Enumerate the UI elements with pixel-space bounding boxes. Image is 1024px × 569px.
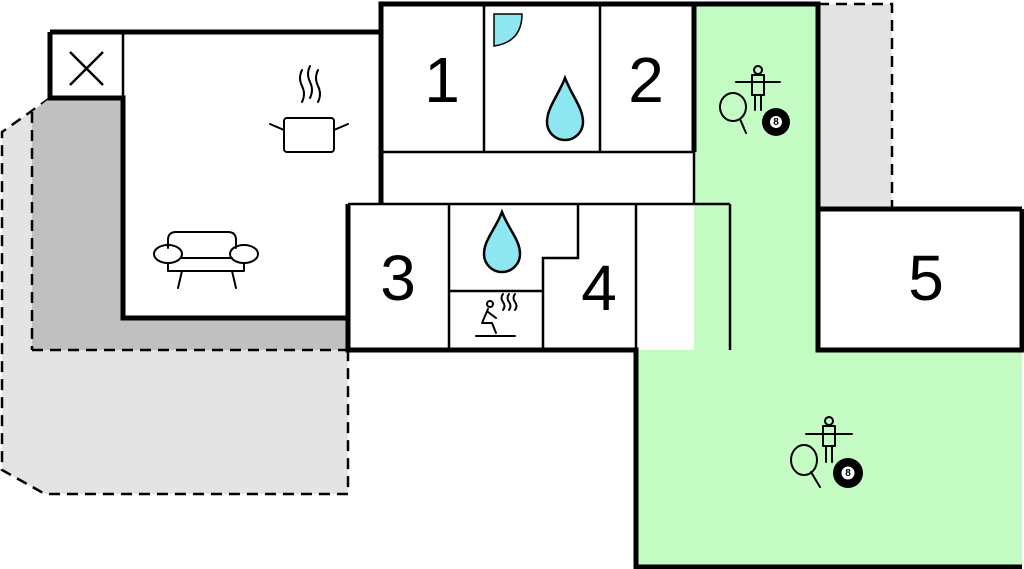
table-football-icon [805, 416, 853, 463]
water-drop-icon [545, 74, 585, 142]
door-swing-icon [493, 13, 523, 47]
table-football-icon [735, 65, 781, 111]
sauna-icon [475, 293, 518, 337]
stairs-icon [69, 51, 104, 86]
room-1-number: 1 [424, 44, 460, 116]
room-2-number: 2 [628, 44, 664, 116]
room-3-number: 3 [380, 242, 416, 314]
room-5-number: 5 [908, 242, 944, 314]
svg-text:8: 8 [773, 117, 779, 128]
billiard-ball-icon: 8 [762, 108, 790, 136]
interior-walls [50, 4, 732, 350]
kitchen-pot-icon [269, 65, 349, 153]
billiard-ball-icon: 8 [833, 458, 863, 488]
terrace-north-east [818, 2, 894, 209]
water-drop-icon [482, 208, 522, 274]
sofa-icon [153, 231, 259, 289]
open-terrace-west [0, 96, 350, 496]
table-tennis-icon [719, 92, 747, 134]
covered-terrace-west [30, 98, 348, 352]
room-4-number: 4 [581, 252, 617, 324]
activity-area [636, 4, 1022, 567]
table-tennis-icon [790, 444, 821, 488]
exterior-walls [47, 1, 1024, 569]
svg-text:8: 8 [845, 468, 851, 479]
